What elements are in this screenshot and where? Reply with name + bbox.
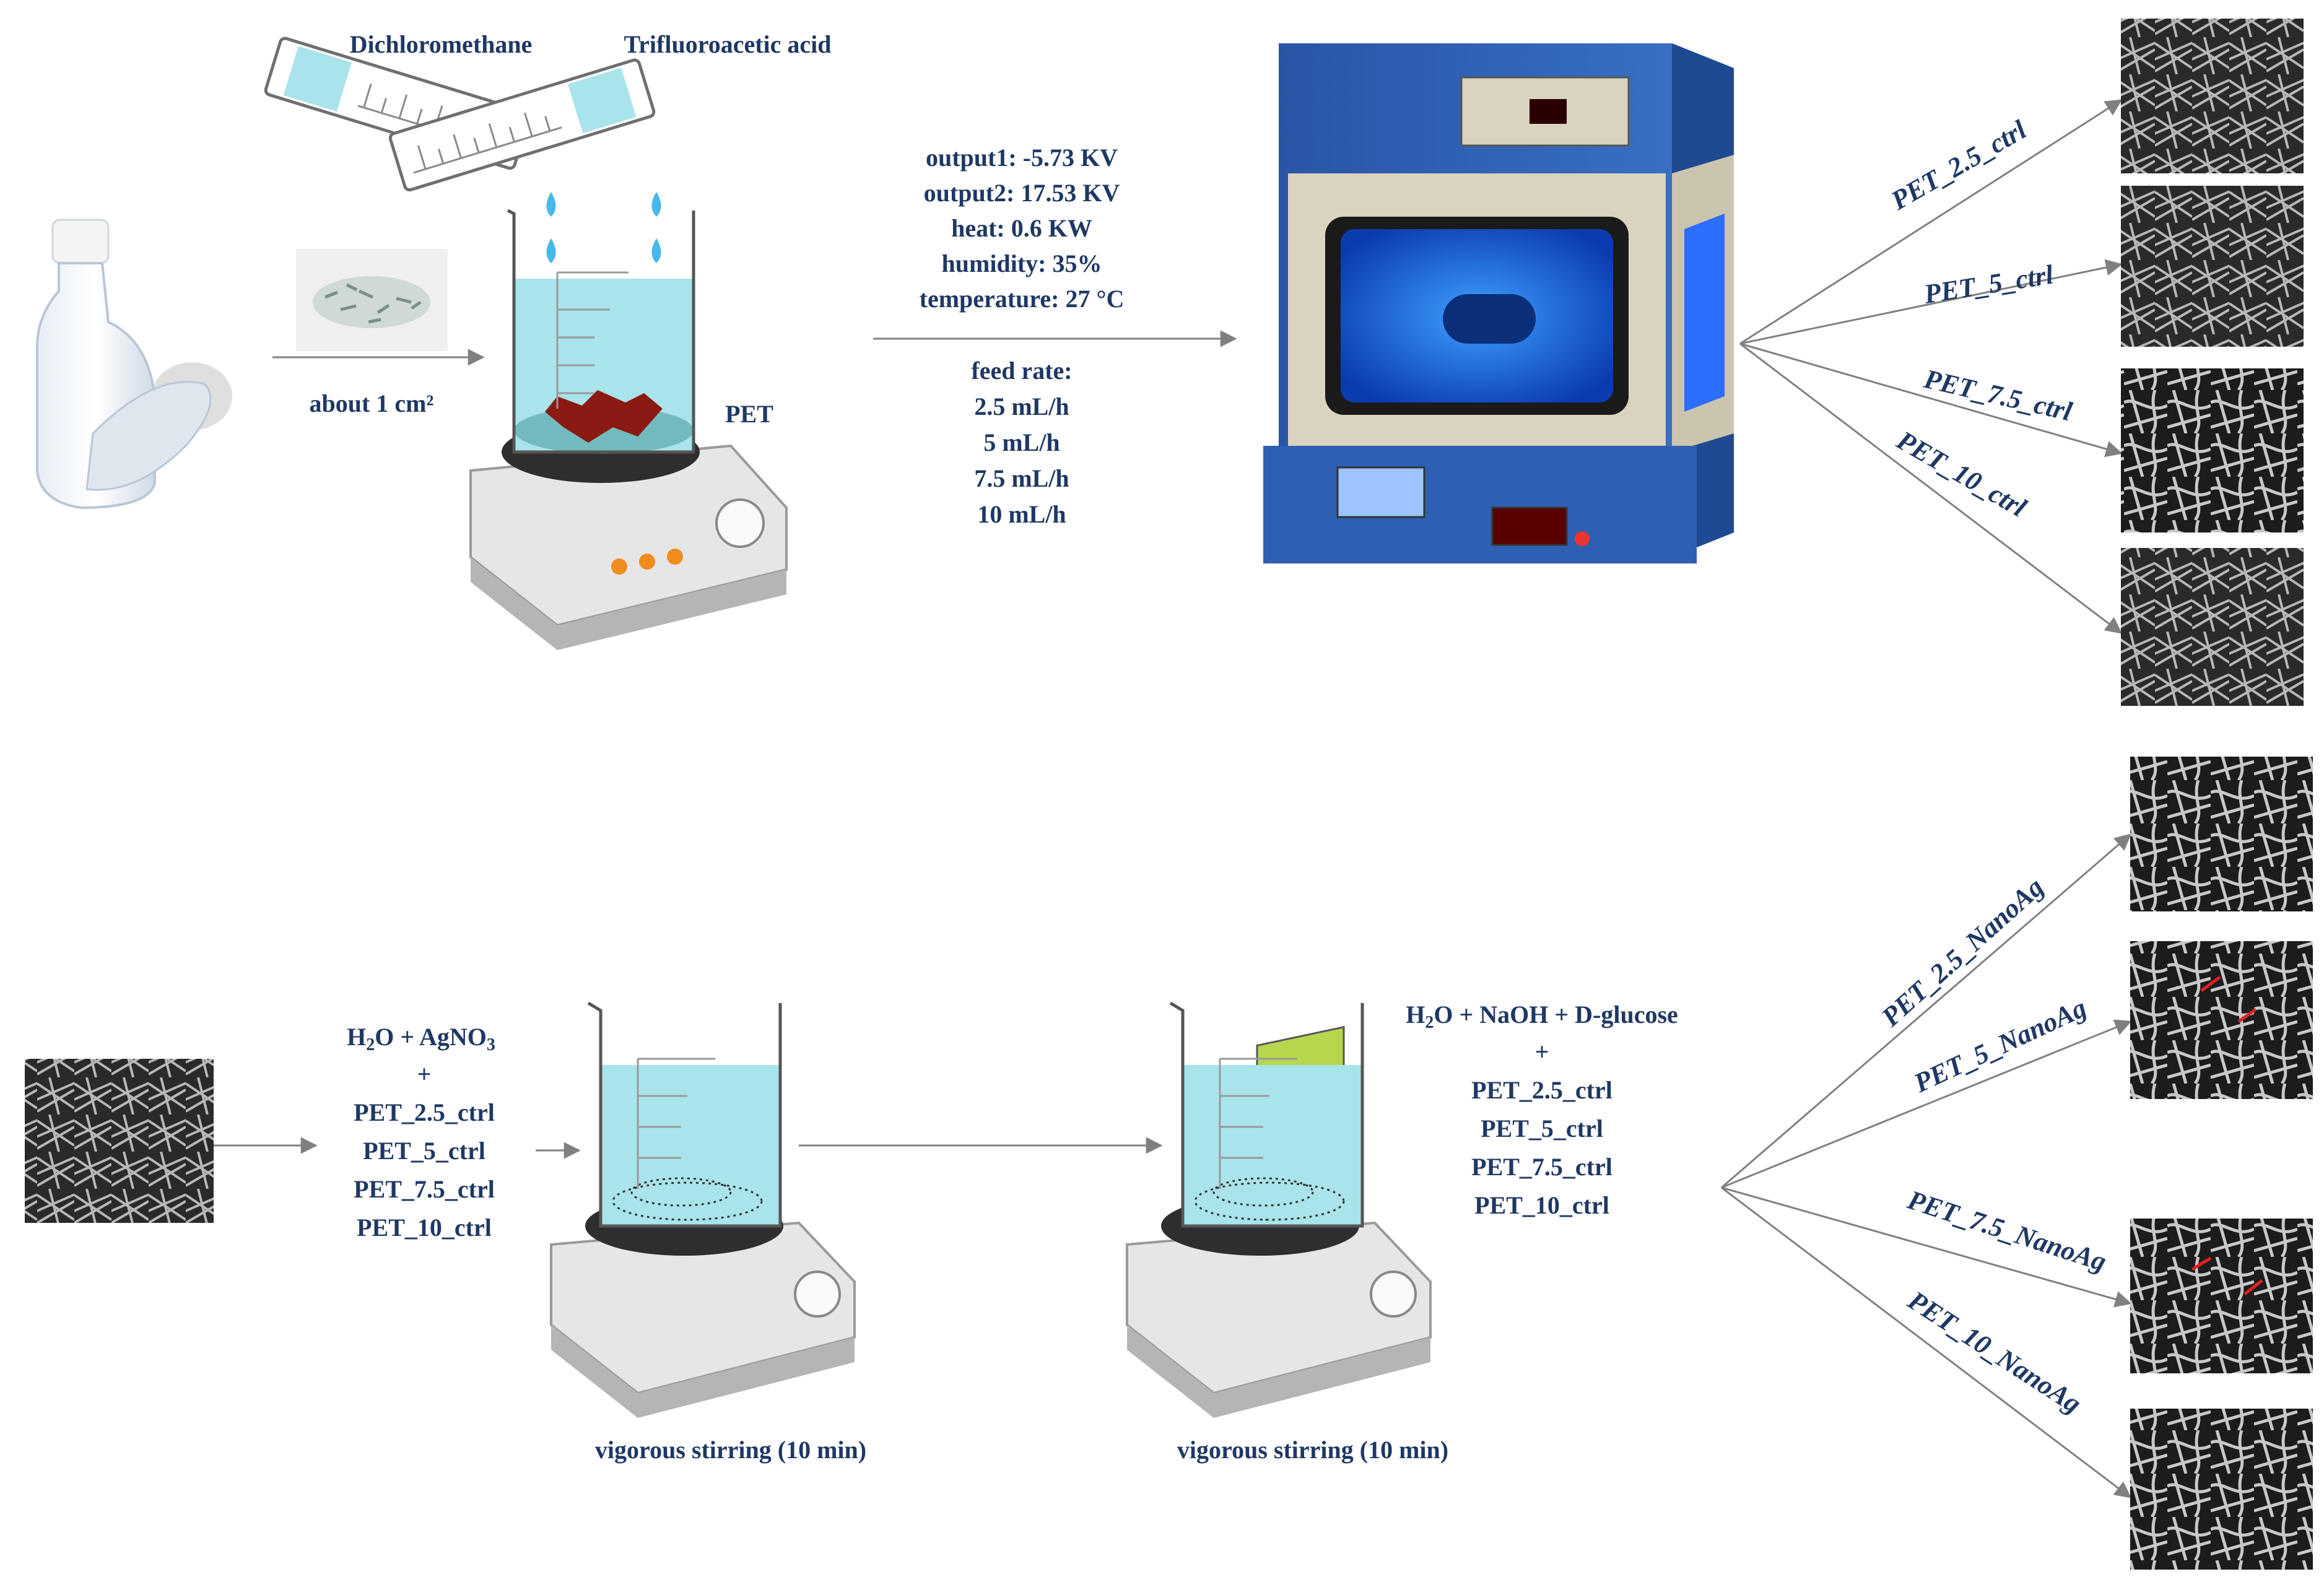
step1-sample-1: PET_2.5_ctrl (354, 1098, 495, 1126)
step2-formula: H2O + NaOH + D-glucose (1406, 1001, 1678, 1032)
pet-pieces-label: about 1 cm² (310, 389, 434, 417)
electrospinning-parameters: output1: -5.73 KV output2: 17.53 KV heat… (920, 144, 1125, 313)
beaker-2 (587, 1001, 782, 1228)
param-3: heat: 0.6 KW (951, 214, 1092, 242)
beaker-3 (1169, 1001, 1364, 1228)
feed-rate-4: 10 mL/h (977, 500, 1066, 528)
nanoag-label-4: PET_10_NanoAg (1902, 1285, 2087, 1419)
step2-plus: + (1535, 1038, 1549, 1066)
step2-sample-1: PET_2.5_ctrl (1471, 1076, 1612, 1104)
electrospinning-machine-image (1263, 43, 1734, 563)
feed-rate-1: 2.5 mL/h (974, 393, 1069, 420)
feed-rate-2: 5 mL/h (983, 428, 1060, 456)
cylinder-trifluoroacetic-acid-image (388, 58, 656, 192)
step1-stirring-label: vigorous stirring (10 min) (595, 1436, 866, 1464)
sem-input-fibers (25, 1059, 214, 1223)
pet-label: PET (725, 400, 773, 428)
step1-sample-3: PET_7.5_ctrl (354, 1175, 495, 1203)
feed-rate-title: feed rate: (971, 357, 1072, 385)
nanoag-label-2: PET_5_NanoAg (1909, 993, 2091, 1099)
step2-sample-2: PET_5_ctrl (1481, 1115, 1603, 1142)
step1-sample-4: PET_10_ctrl (357, 1214, 492, 1241)
step1-plus: + (417, 1060, 432, 1088)
droplets (546, 192, 661, 263)
step2-sample-3: PET_7.5_ctrl (1471, 1153, 1612, 1181)
beaker-1 (507, 209, 695, 454)
param-1: output1: -5.73 KV (926, 144, 1118, 172)
ctrl-label-2: PET_5_ctrl (1921, 259, 2056, 310)
sem-ctrl-1 (2121, 19, 2304, 173)
param-2: output2: 17.53 KV (924, 179, 1120, 207)
solvent-right-label: Trifluoroacetic acid (624, 30, 831, 58)
step2-sample-4: PET_10_ctrl (1474, 1191, 1609, 1219)
sem-ctrl-4 (2121, 548, 2304, 706)
sem-ctrl-2 (2121, 186, 2304, 347)
nanoag-branches (1721, 833, 2132, 1498)
pet-bottle-image (36, 219, 232, 510)
sem-nanoag-3 (2130, 1219, 2313, 1373)
param-4: humidity: 35% (942, 250, 1102, 277)
step1-formula: H2O + AgNO3 (347, 1023, 495, 1054)
step1-reagents: H2O + AgNO3 + PET_2.5_ctrl PET_5_ctrl PE… (347, 1023, 495, 1241)
pet-pieces-image (296, 249, 448, 351)
ctrl-label-1: PET_2.5_ctrl (1886, 114, 2032, 216)
solvent-left-label: Dichloromethane (350, 30, 533, 58)
sem-nanoag-1 (2130, 757, 2313, 911)
ctrl-branches (1739, 99, 2123, 634)
step2-reagents: H2O + NaOH + D-glucose + PET_2.5_ctrl PE… (1406, 1001, 1678, 1219)
nanoag-label-1: PET_2.5_NanoAg (1875, 872, 2050, 1033)
param-5: temperature: 27 °C (920, 285, 1125, 313)
feed-rate-3: 7.5 mL/h (974, 464, 1069, 492)
sem-ctrl-3 (2121, 368, 2304, 532)
nanoag-label-3: PET_7.5_NanoAg (1904, 1184, 2110, 1277)
step2-stirring-label: vigorous stirring (10 min) (1177, 1436, 1448, 1464)
step1-sample-2: PET_5_ctrl (363, 1137, 485, 1165)
sem-nanoag-4 (2130, 1409, 2313, 1570)
feed-rates: feed rate: 2.5 mL/h 5 mL/h 7.5 mL/h 10 m… (971, 357, 1072, 528)
sem-nanoag-2 (2130, 941, 2313, 1099)
